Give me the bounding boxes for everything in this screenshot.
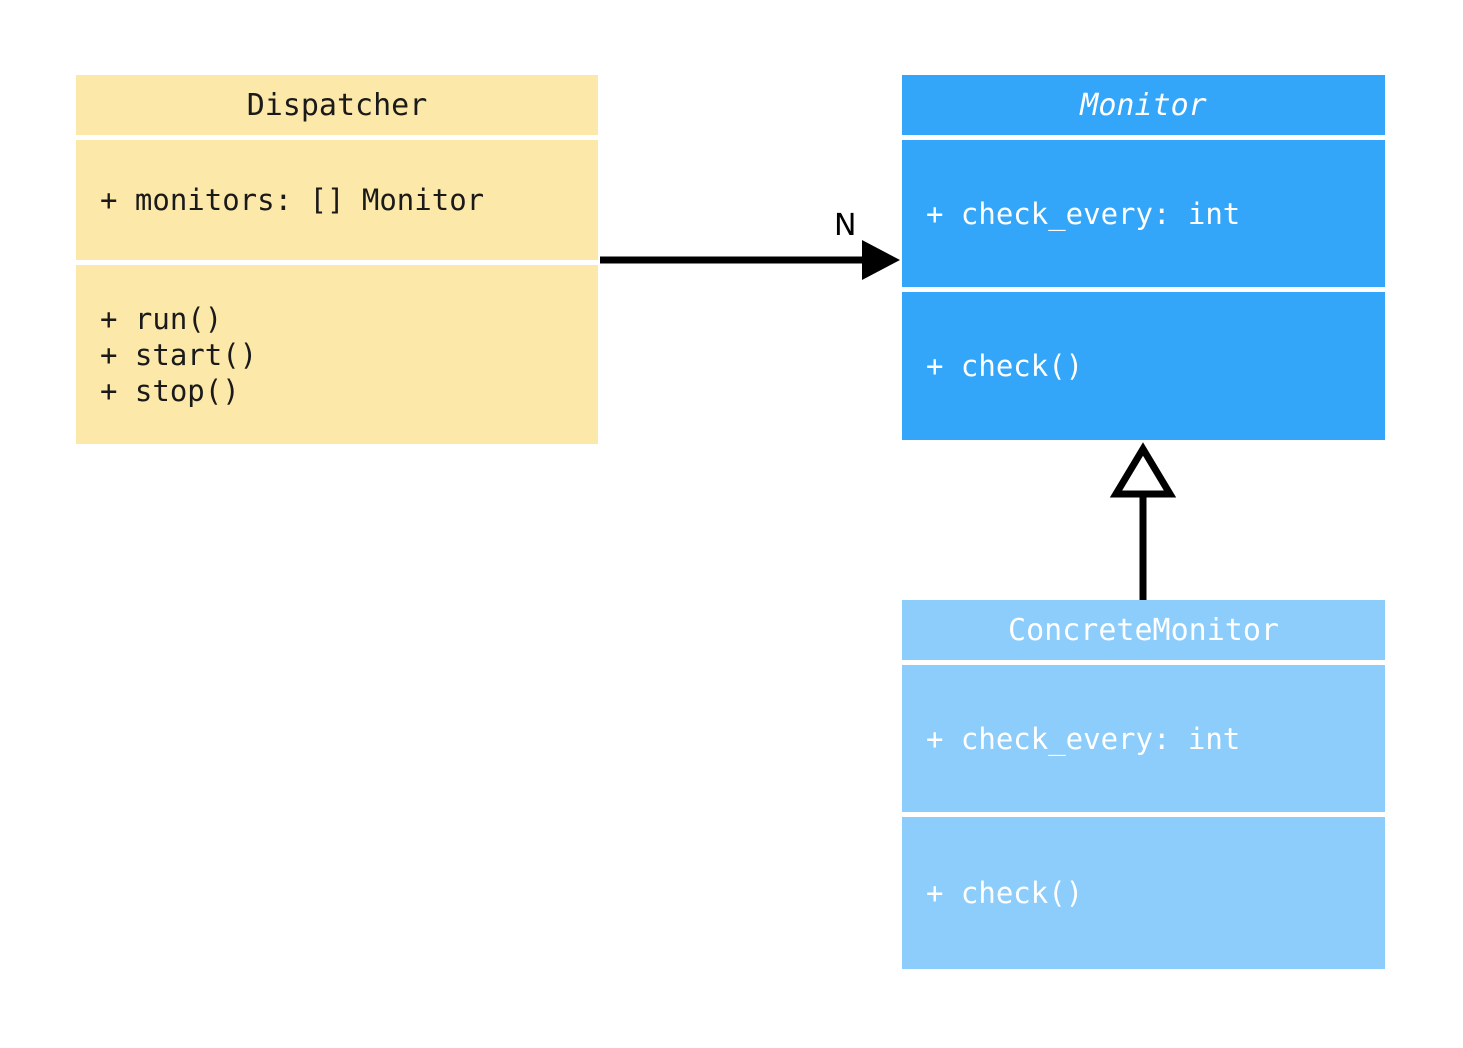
- class-name-dispatcher: Dispatcher: [76, 75, 598, 135]
- class-box-monitor[interactable]: Monitor + check_every: int + check(): [902, 75, 1385, 440]
- compartment-divider: [902, 135, 1385, 140]
- class-box-dispatcher[interactable]: Dispatcher + monitors: [] Monitor + run(…: [76, 75, 598, 444]
- association-dispatcher-to-monitor: [600, 240, 900, 280]
- attributes-compartment-monitor: + check_every: int: [902, 140, 1385, 287]
- method-item: + stop(): [100, 373, 240, 408]
- methods-compartment-dispatcher: + run() + start() + stop(): [76, 265, 598, 444]
- compartment-divider: [902, 660, 1385, 665]
- methods-compartment-monitor: + check(): [902, 292, 1385, 440]
- method-item: + check(): [926, 349, 1084, 383]
- class-name-label: ConcreteMonitor: [1008, 612, 1279, 648]
- method-item: + run(): [100, 301, 223, 336]
- class-name-label: Dispatcher: [246, 87, 428, 123]
- compartment-divider: [902, 287, 1385, 292]
- method-item: + start(): [100, 337, 258, 372]
- class-box-concrete-monitor[interactable]: ConcreteMonitor + check_every: int + che…: [902, 600, 1385, 969]
- generalization-arrowhead-hollow-triangle: [1109, 442, 1177, 498]
- compartment-divider: [76, 135, 598, 140]
- compartment-divider: [76, 260, 598, 265]
- association-multiplicity-label: N: [834, 208, 857, 243]
- class-name-label: Monitor: [1080, 87, 1207, 123]
- method-item: + check(): [926, 876, 1084, 910]
- methods-compartment-concrete-monitor: + check(): [902, 817, 1385, 969]
- generalization-concrete-monitor-to-monitor: [1109, 442, 1177, 600]
- attribute-item: + monitors: [] Monitor: [100, 183, 485, 217]
- class-name-monitor: Monitor: [902, 75, 1385, 135]
- attribute-item: + check_every: int: [926, 196, 1241, 231]
- compartment-divider: [902, 812, 1385, 817]
- attribute-item: + check_every: int: [926, 721, 1241, 756]
- association-arrowhead-filled-triangle: [862, 240, 900, 280]
- attributes-compartment-concrete-monitor: + check_every: int: [902, 665, 1385, 812]
- class-name-concrete-monitor: ConcreteMonitor: [902, 600, 1385, 660]
- attributes-compartment-dispatcher: + monitors: [] Monitor: [76, 140, 598, 260]
